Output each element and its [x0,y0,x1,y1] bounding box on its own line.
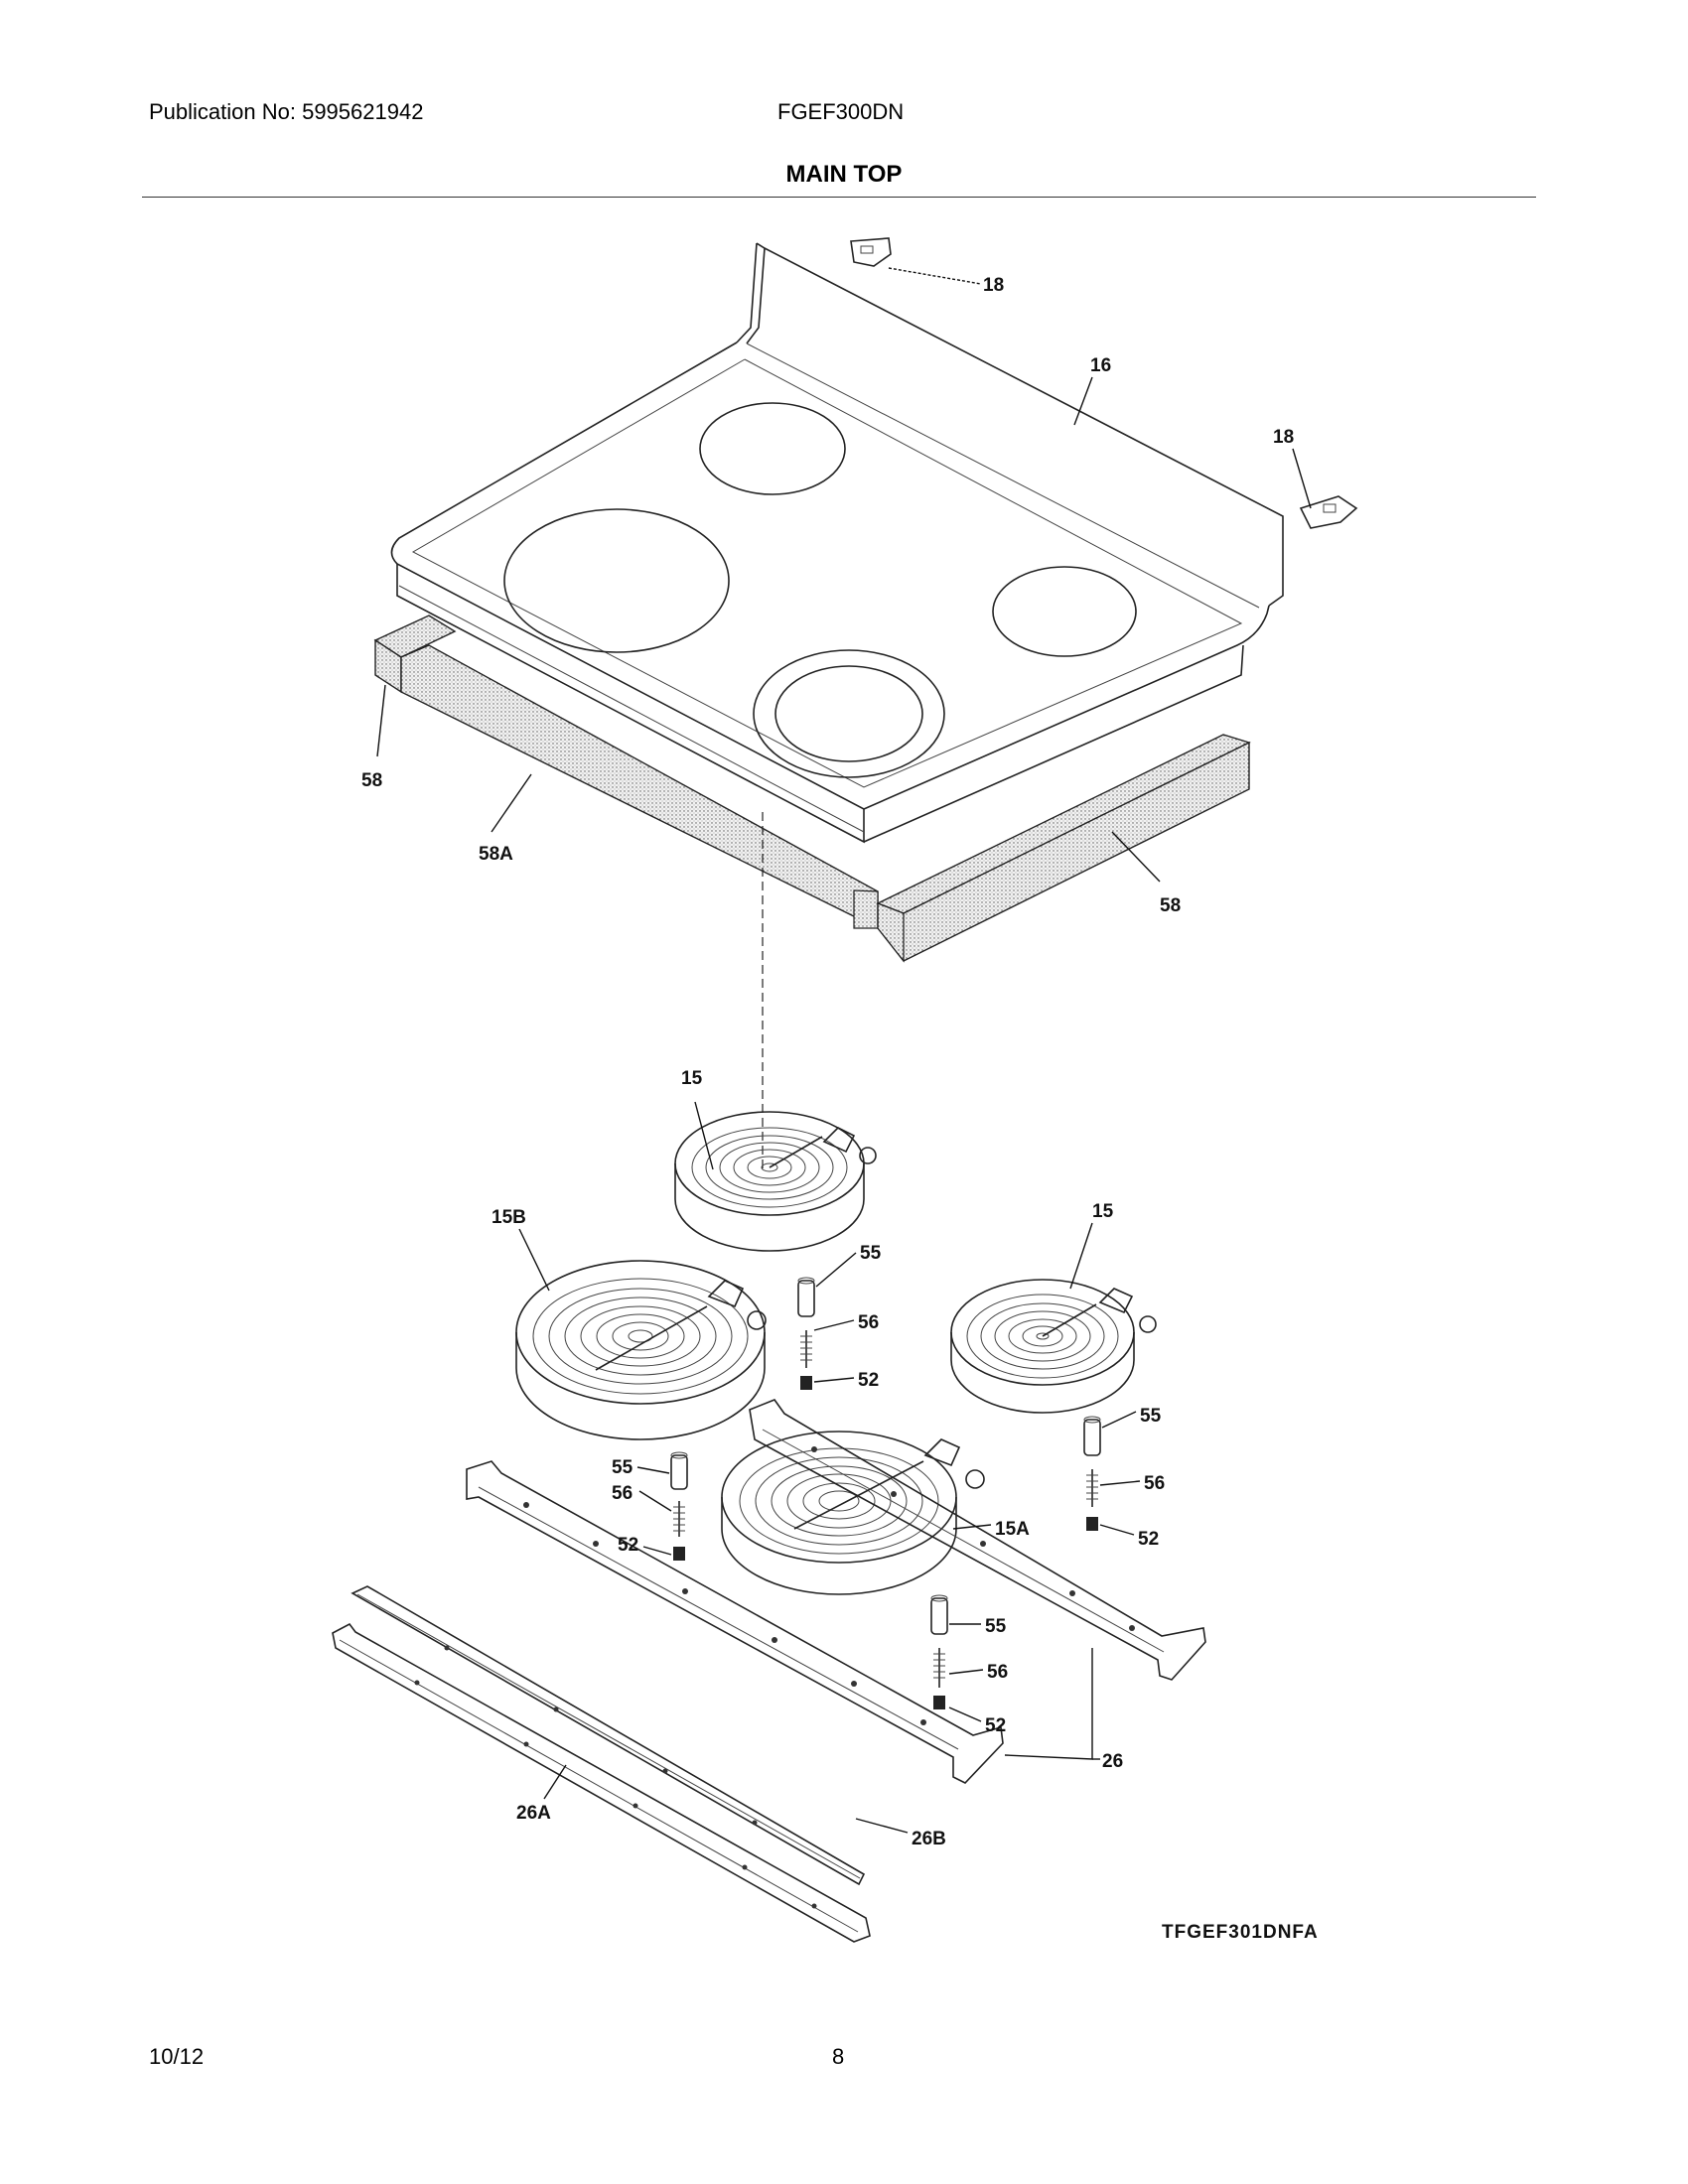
callout-55-a: 55 [860,1243,882,1264]
callout-26A: 26A [516,1803,551,1824]
top-clip-right [1299,495,1358,529]
callout-52-b: 52 [618,1535,638,1556]
nut-52-c [1086,1517,1098,1531]
callout-16: 16 [1090,355,1111,376]
page-title: MAIN TOP [785,161,903,188]
top-clip-left [850,237,892,267]
support-bracket-26-front [466,1460,1004,1784]
trim-strip-26B [332,1622,871,1943]
spacer-55-a [797,1277,815,1317]
callout-26: 26 [1102,1751,1123,1772]
callout-52-a: 52 [858,1370,879,1391]
radiant-element-15-right [950,1279,1157,1414]
callout-52-d: 52 [985,1715,1006,1736]
callout-58A: 58A [479,844,513,865]
screw-56-d [933,1648,945,1688]
model-number: FGEF300DN [777,99,905,124]
callout-56-d: 56 [987,1662,1008,1683]
drawing-code: TFGEF301DNFA [1162,1922,1319,1943]
nut-52-b [673,1547,685,1561]
page-number: 8 [832,2044,845,2069]
insulation-strip-left [373,614,457,694]
publication-number: Publication No: 5995621942 [149,99,424,124]
support-bracket-26-rear [749,1399,1206,1681]
callout-56-a: 56 [858,1312,879,1333]
radiant-element-15B [515,1260,767,1440]
radiant-element-15-top [674,1111,877,1252]
screw-56-a [800,1330,812,1368]
screw-56-c [1086,1469,1098,1507]
leader-lines [376,267,1312,1834]
insulation-strip-right [876,734,1251,963]
callout-18-right: 18 [1273,427,1294,448]
callout-15A: 15A [995,1519,1030,1540]
callout-58-left: 58 [361,770,382,791]
callout-15B: 15B [492,1207,526,1228]
nut-52-d [933,1696,945,1709]
callout-55-d: 55 [985,1616,1007,1637]
spacer-55-d [930,1594,948,1635]
callout-18-left: 18 [983,275,1004,296]
spacer-55-c [1083,1416,1101,1456]
callout-55-b: 55 [612,1457,633,1478]
header-divider [142,197,1536,198]
callout-55-c: 55 [1140,1406,1162,1427]
callout-15-top: 15 [681,1068,703,1089]
callout-58-right: 58 [1160,895,1181,916]
callout-26B: 26B [912,1829,946,1849]
spacer-55-b [670,1451,688,1490]
callout-52-c: 52 [1138,1529,1159,1550]
callout-labels: 18 16 18 58 58A 58 15 15B 15 55 56 52 55… [361,275,1294,1849]
callout-15-right: 15 [1092,1201,1114,1222]
footer-date: 10/12 [149,2044,205,2069]
radiant-element-15A [721,1431,985,1595]
insulation-strip-front [400,644,879,930]
trim-strip-26A [351,1585,866,1886]
callout-56-c: 56 [1144,1473,1165,1494]
nut-52-a [800,1376,812,1390]
cooktop-glass-top [390,242,1284,844]
screw-56-b [673,1501,685,1537]
callout-56-b: 56 [612,1483,633,1504]
